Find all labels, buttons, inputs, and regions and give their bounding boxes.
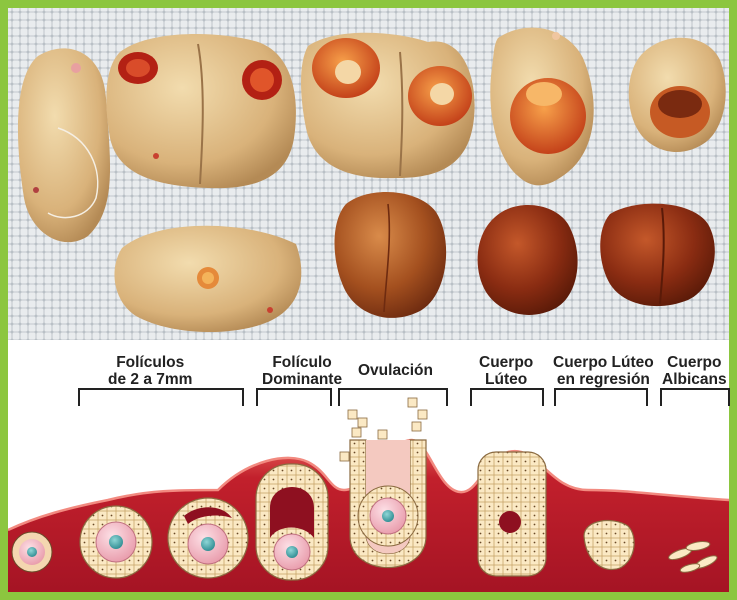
ovary-1	[18, 48, 110, 242]
follicle-small-2	[168, 498, 248, 578]
corpus-luteum	[478, 452, 546, 576]
ovary-cross-section	[8, 340, 729, 592]
ovary-8	[478, 205, 578, 315]
primordial-follicle	[12, 532, 52, 572]
ovary-9	[600, 204, 715, 306]
ovary-7	[335, 192, 447, 318]
ovulating-follicle	[340, 398, 427, 568]
stage-diagram: Folículos de 2 a 7mm Folículo Dominante …	[8, 340, 729, 592]
ovary-3	[301, 33, 475, 178]
ovary-6	[114, 226, 301, 332]
ovary-photograph	[8, 8, 729, 340]
ovary-5	[629, 38, 726, 152]
ovary-2	[106, 34, 296, 188]
dominant-follicle	[256, 464, 328, 580]
follicle-small-1	[80, 506, 152, 578]
